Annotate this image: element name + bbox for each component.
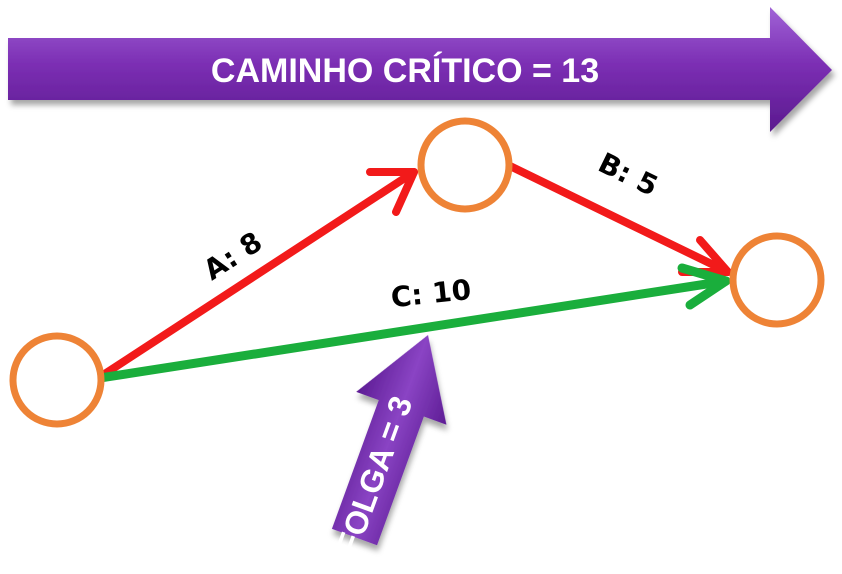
middle-node [417,117,513,213]
activity-c-label: C: 10 [389,273,472,314]
start-node [9,332,105,428]
activity-b-label: B: 5 [593,146,663,203]
slack-arrow: FOLGA = 3 [329,335,447,559]
activity-a-arrow [96,168,418,381]
critical-path-banner: CAMINHO CRÍTICO = 13 [8,7,832,132]
activity-c-arrow [95,263,731,383]
banner-title: CAMINHO CRÍTICO = 13 [211,52,599,90]
banner-arrow-shape [8,7,832,132]
end-node [729,232,825,328]
